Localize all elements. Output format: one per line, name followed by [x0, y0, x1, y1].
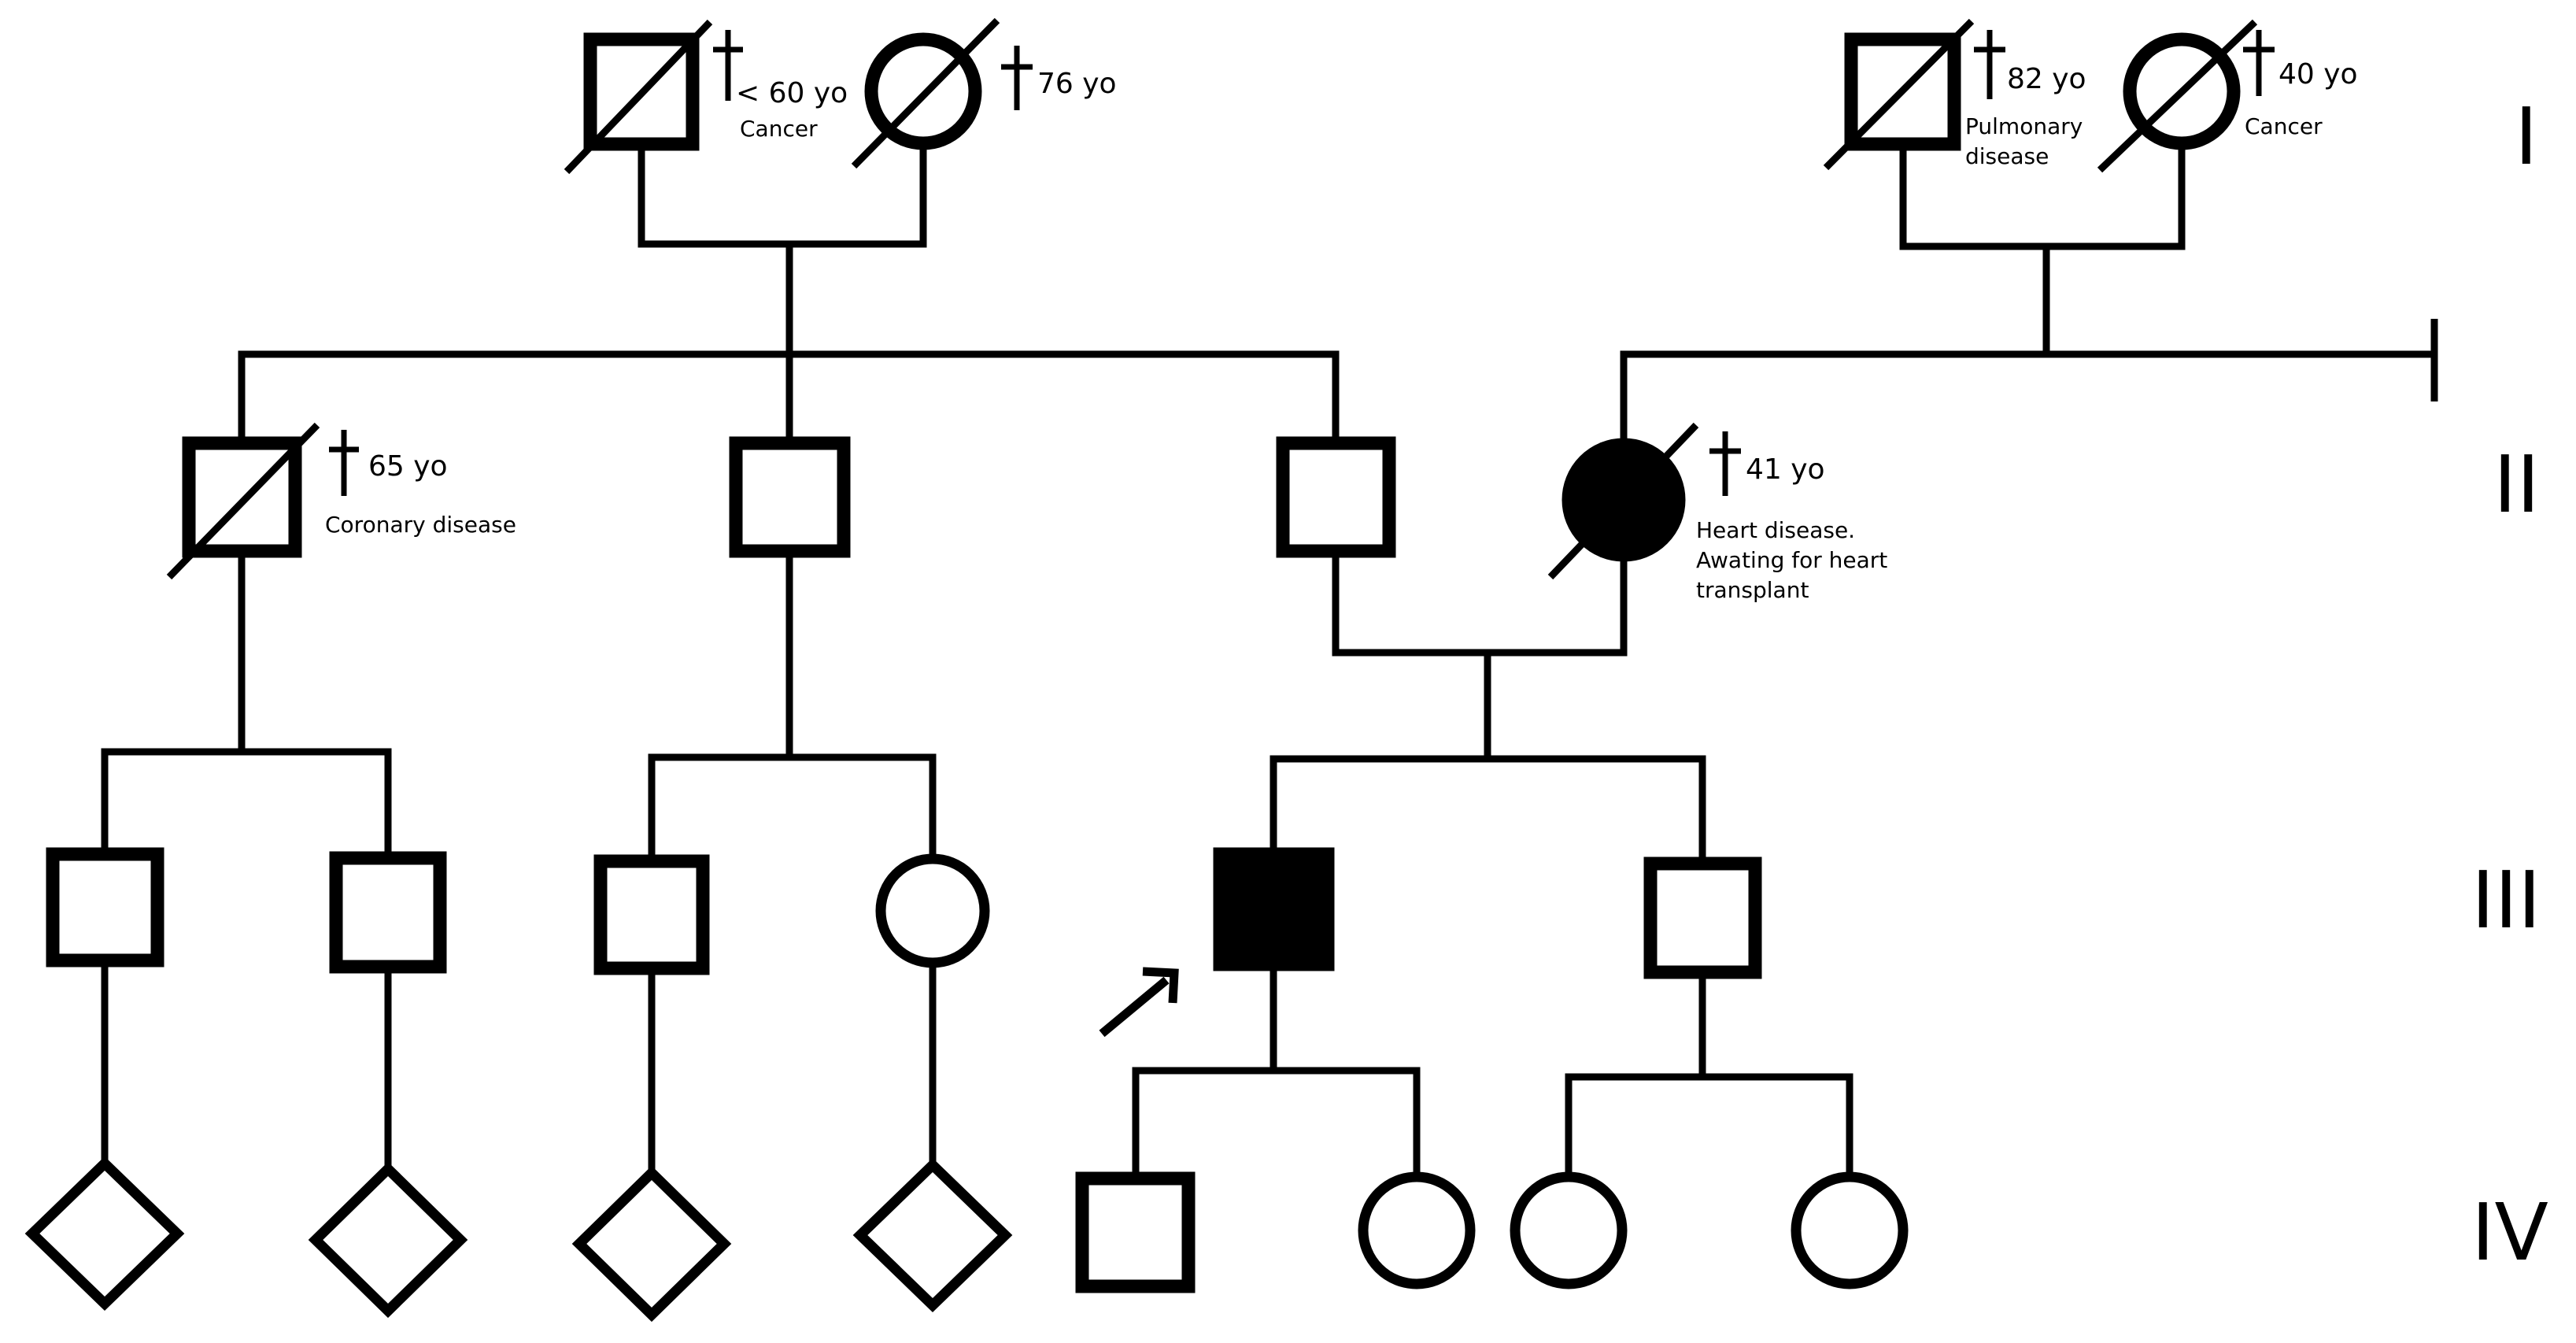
gen-iii-male-3: [593, 854, 710, 975]
gen-iv-diamond-3: [571, 1165, 732, 1323]
note-label: Heart disease.: [1696, 517, 1855, 543]
gen-iv-female-6: [1358, 1171, 1476, 1289]
note-label: Pulmonary: [1965, 113, 2083, 139]
sibship-line-iv-a: [1132, 1067, 1421, 1178]
gen-i-paternal-grandmother: 76 yo: [851, 17, 1117, 169]
gen-iv-diamond-4: [852, 1157, 1013, 1313]
sibship-line-iv-b: [1565, 1073, 1853, 1178]
gen-ii-mother-affected: 41 yo Heart disease. Awating for heart t…: [1547, 422, 1887, 603]
generation-label-i: I: [2515, 91, 2538, 183]
age-label: 65 yo: [368, 450, 448, 483]
gen-iv-diamond-1: [24, 1156, 185, 1312]
proband-arrow-icon: [1099, 967, 1179, 1038]
gen-iv-male-5: [1075, 1171, 1196, 1293]
sibship-line-gen-ii-maternal: [1620, 350, 2434, 461]
marriage-line-parents: [1332, 551, 1628, 657]
deceased-slash: [564, 19, 713, 175]
gen-iv-female-7: [1510, 1171, 1628, 1289]
deceased-slash: [2097, 19, 2258, 173]
gen-i-maternal-grandmother: 40 yo Cancer: [2097, 19, 2358, 173]
age-label: 82 yo: [2007, 63, 2086, 95]
gen-ii-uncle-1: 65 yo Coronary disease: [166, 422, 516, 580]
generation-label-iv: IV: [2471, 1186, 2548, 1278]
deceased-slash: [1823, 18, 1975, 171]
marriage-line-paternal-grandparents: [638, 144, 927, 248]
gen-iv-diamond-2: [308, 1161, 468, 1319]
death-dagger-icon: [1974, 30, 2005, 99]
deceased-slash: [851, 17, 1000, 169]
death-dagger-icon: [329, 430, 359, 496]
gen-ii-father: [1276, 436, 1396, 558]
male-square: [729, 436, 851, 558]
age-label: 40 yo: [2278, 58, 2358, 91]
death-dagger-icon: [2243, 30, 2275, 96]
deceased-slash: [1547, 422, 1699, 580]
sibship-line-iii-a: [101, 748, 392, 858]
sibship-line-iii-c: [1270, 755, 1706, 864]
gen-iii-female-4: [875, 853, 990, 968]
gen-iii-male-6: [1643, 856, 1762, 979]
death-dagger-icon: [713, 30, 743, 101]
note-label: Cancer: [2245, 113, 2323, 139]
gen-iii-proband-affected: [1213, 847, 1335, 971]
note-label: disease: [1965, 143, 2049, 169]
age-label: 41 yo: [1746, 453, 1825, 486]
gen-iv-female-8: [1791, 1171, 1909, 1289]
note-label: Coronary disease: [325, 512, 516, 538]
generation-label-iii: III: [2471, 854, 2541, 946]
relationship-lines: [101, 144, 2438, 1178]
note-label: transplant: [1696, 577, 1809, 603]
generation-label-ii: II: [2493, 438, 2540, 531]
gen-i-paternal-grandfather: < 60 yo Cancer: [564, 19, 848, 175]
death-dagger-icon: [1709, 431, 1741, 496]
gen-iii-male-2: [329, 851, 447, 974]
gen-i-maternal-grandfather: 82 yo Pulmonary disease: [1823, 18, 2086, 171]
gen-iii-male-1: [46, 847, 164, 967]
marriage-line-maternal-grandparents: [1899, 144, 2186, 250]
male-square: [1276, 436, 1396, 558]
note-label: Awating for heart: [1696, 547, 1887, 573]
deceased-slash: [166, 422, 320, 580]
age-label: 76 yo: [1037, 68, 1117, 100]
age-label: < 60 yo: [736, 77, 848, 109]
note-label: Cancer: [740, 116, 818, 142]
death-dagger-icon: [1001, 46, 1033, 110]
gen-ii-uncle-2: [729, 436, 851, 558]
sibship-line-iii-b: [648, 753, 937, 861]
